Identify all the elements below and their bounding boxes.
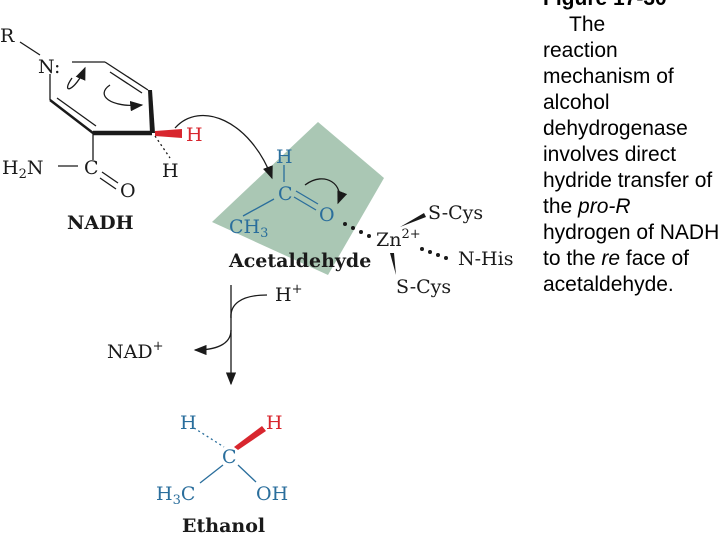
pro-s-hydrogen-label: H — [162, 160, 179, 182]
ethanol-c-label: C — [222, 446, 237, 468]
caption-pro-r: pro-R — [578, 195, 631, 218]
h2n-label: H2N — [2, 157, 43, 182]
ethanol-label: Ethanol — [182, 515, 265, 537]
aldehyde-o-label: O — [319, 204, 335, 226]
zinc-coordination — [343, 213, 448, 275]
pro-r-hydrogen-label: H — [186, 124, 203, 146]
caption-text-1: reaction mechanism of alcohol dehydrogen… — [543, 39, 713, 218]
reaction-arrows — [193, 285, 268, 386]
n-label: N: — [38, 56, 60, 78]
s-cys-top-label: S-Cys — [428, 202, 483, 224]
methyl-label: CH3 — [229, 216, 268, 241]
s-cys-bottom-label: S-Cys — [396, 276, 451, 298]
nadh-structure — [19, 41, 273, 190]
carbonyl-c-label: C — [84, 157, 99, 179]
nad-plus-label: NAD+ — [107, 339, 164, 363]
ethanol-methyl-label: H3C — [156, 483, 195, 508]
ethanol-bonds — [193, 426, 266, 484]
caption-text-2: hydrogen of NADH to the — [543, 221, 720, 270]
caption-title: Figure 17-30 — [543, 0, 720, 12]
figure-caption: Figure 17-30 The reaction mechanism of a… — [543, 0, 720, 298]
caption-text-3: face of acetaldehyde. — [543, 247, 689, 296]
re-face-plane — [212, 122, 384, 275]
ethanol-oh-label: OH — [256, 483, 288, 505]
caption-re: re — [601, 247, 621, 270]
aldehyde-c-label: C — [278, 183, 293, 205]
zinc-label: Zn2+ — [376, 227, 421, 251]
ethanol-h-red-label: H — [266, 412, 283, 434]
n-his-label: N-His — [458, 248, 513, 270]
carbonyl-o-label: O — [120, 180, 136, 202]
aldehyde-h-label: H — [276, 146, 293, 168]
acetaldehyde-label: Acetaldehyde — [228, 250, 371, 272]
acetaldehyde-bonds — [242, 165, 348, 217]
caption-first-word: The — [569, 13, 606, 36]
r-label: R — [0, 25, 15, 47]
h-plus-label: H+ — [275, 282, 302, 306]
nadh-label: NADH — [67, 212, 134, 234]
ethanol-h-blue-label: H — [180, 412, 197, 434]
